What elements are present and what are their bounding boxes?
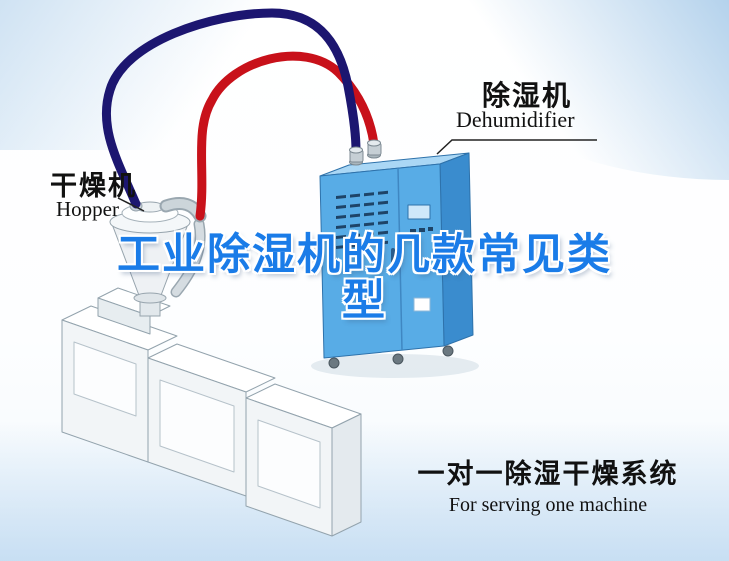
hopper-pointer-line [117, 197, 145, 212]
system-caption-en: For serving one machine [448, 494, 648, 516]
hose-fittings [349, 139, 382, 166]
system-caption: 一对一除湿干燥系统 For serving one machine [400, 452, 696, 517]
system-caption-cn: 一对一除湿干燥系统 [417, 459, 679, 489]
blue-hose [101, 8, 361, 209]
dehumidifier-pointer-line [436, 139, 597, 155]
hopper-label-en: Hopper [56, 197, 119, 221]
dehumidifier-label-en: Dehumidifier [456, 107, 575, 132]
page-title-line1: 工业除湿机的几款常见类 [117, 231, 612, 279]
red-hose [195, 51, 379, 221]
dehumidifier-illustration [311, 152, 479, 378]
hopper-label-cn: 干燥机 [50, 171, 137, 201]
extruder-illustration [61, 287, 362, 537]
dehumidifier-label-cn: 除湿机 [482, 80, 573, 111]
page-title-line2: 型 [342, 277, 387, 326]
page-title: 工业除湿机的几款常见类 型 [0, 232, 729, 325]
door-handle [391, 248, 395, 264]
hopper-illustration [109, 197, 207, 317]
dehumidifier-shadow [311, 354, 479, 378]
control-panel [407, 204, 433, 312]
vent-grille [336, 190, 388, 249]
